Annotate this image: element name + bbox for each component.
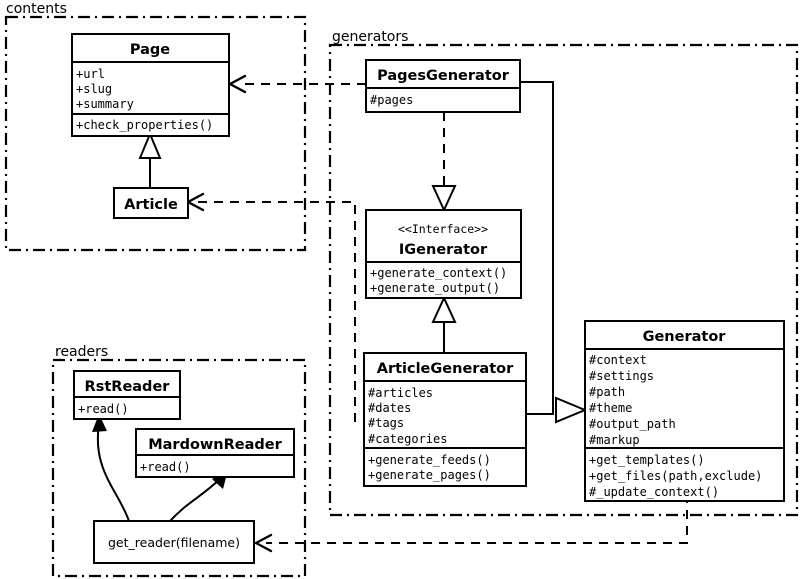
class-method: +generate_pages() <box>368 468 491 482</box>
class-attribute: #context <box>589 353 647 367</box>
class-attribute: #dates <box>368 401 411 415</box>
relation-pagesgenerator-realizes-igenerator <box>431 112 457 213</box>
class-stereotype-igenerator: <<Interface>> <box>398 222 488 236</box>
class-method: +generate_feeds() <box>368 453 491 467</box>
class-box-mardown-reader[interactable]: MardownReader +read() <box>135 428 295 478</box>
class-title-pages-generator: PagesGenerator <box>377 68 510 84</box>
package-label-contents: contents <box>6 1 67 17</box>
class-method: +get_templates() <box>589 453 705 467</box>
class-title-article: Article <box>124 197 178 213</box>
class-title-rst-reader: RstReader <box>85 379 171 395</box>
class-attribute: #articles <box>368 386 433 400</box>
class-box-article-generator[interactable]: ArticleGenerator #articles #dates #tags … <box>363 352 527 487</box>
class-title-article-generator: ArticleGenerator <box>377 361 514 377</box>
class-attribute: +slug <box>76 82 112 96</box>
class-attribute: +summary <box>76 97 134 111</box>
class-method: +read() <box>78 402 129 416</box>
relation-getreader-creates-rstreader <box>92 414 130 522</box>
class-box-page[interactable]: Page +url +slug +summary +check_properti… <box>71 33 230 137</box>
package-frame-generators <box>328 43 799 517</box>
relation-pagesgenerator-depends-page <box>228 74 366 94</box>
class-box-article[interactable]: Article <box>113 187 189 219</box>
class-box-igenerator[interactable]: <<Interface>> IGenerator +generate_conte… <box>365 209 522 299</box>
class-attribute: #markup <box>589 433 640 447</box>
package-label-generators: generators <box>332 29 408 45</box>
class-title-mardown-reader: MardownReader <box>148 437 282 453</box>
relation-pagesgenerator-generalizes-generator <box>520 81 554 410</box>
class-method: +generate_output() <box>370 281 500 295</box>
class-method: +read() <box>140 460 191 474</box>
class-attribute: #categories <box>368 432 447 446</box>
class-box-generator[interactable]: Generator #context #settings #path #them… <box>584 320 785 502</box>
relation-generator-depends-getreader <box>254 494 688 553</box>
class-attribute: +url <box>76 67 105 81</box>
class-attribute: #pages <box>370 93 413 107</box>
package-frame-contents <box>4 15 307 252</box>
class-box-rst-reader[interactable]: RstReader +read() <box>73 370 181 420</box>
class-attribute: #output_path <box>589 417 676 431</box>
relation-articlegenerator-generalizes-generator <box>526 396 588 424</box>
package-label-readers: readers <box>55 344 108 360</box>
class-attribute: #path <box>589 385 625 399</box>
class-box-pages-generator[interactable]: PagesGenerator #pages <box>365 59 521 113</box>
class-title-generator: Generator <box>643 329 727 345</box>
class-title-igenerator: IGenerator <box>399 242 488 258</box>
class-attribute: #tags <box>368 416 404 430</box>
function-label-get-reader: get_reader(filename) <box>108 535 240 550</box>
relation-articlegenerator-generalizes-igenerator <box>431 295 457 353</box>
class-attribute: #settings <box>589 369 654 383</box>
class-attribute: #theme <box>589 401 632 415</box>
class-title-page: Page <box>130 42 170 58</box>
class-method: +generate_context() <box>370 266 507 280</box>
relation-article-generalizes-page <box>138 131 162 188</box>
class-method: #_update_context() <box>589 485 719 499</box>
class-method: +check_properties() <box>76 118 213 132</box>
package-frame-readers <box>51 358 307 578</box>
function-box-get-reader[interactable]: get_reader(filename) <box>93 520 255 564</box>
class-method: +get_files(path,exclude) <box>589 469 762 483</box>
